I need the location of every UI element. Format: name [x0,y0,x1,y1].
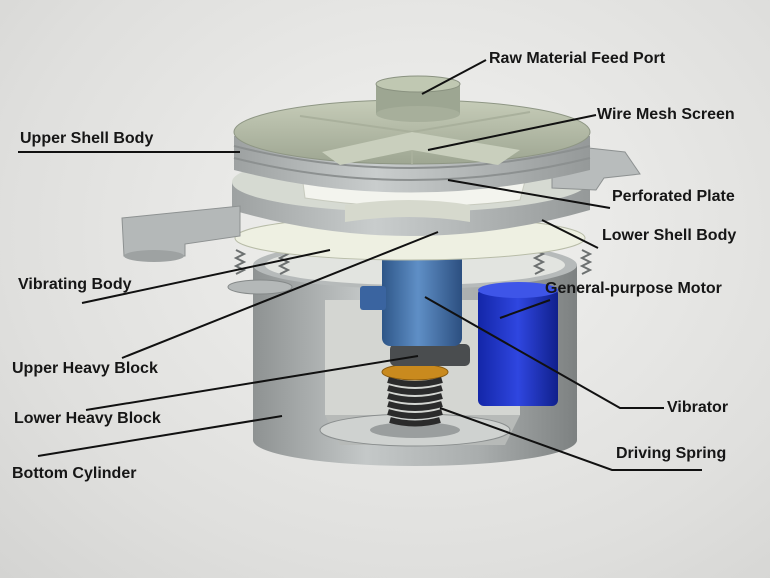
leader-perforated-plate [447,179,611,209]
leader-lower-shell-body [541,219,599,249]
label-upper-shell-body: Upper Shell Body [20,130,154,147]
label-driving-spring: Driving Spring [616,445,727,462]
leader-driving-spring [439,407,702,471]
label-wire-mesh-screen: Wire Mesh Screen [597,106,735,123]
label-lower-shell-body: Lower Shell Body [602,227,737,244]
feed-port-shape [375,75,461,122]
leader-raw-material-feed-port [421,59,487,95]
label-bottom-cylinder: Bottom Cylinder [12,465,137,482]
leader-lower-heavy-block [85,355,419,411]
lower-heavy-block-shape [390,344,470,366]
label-raw-material-feed-port: Raw Material Feed Port [489,50,666,67]
label-vibrator: Vibrator [667,399,729,416]
leader-bottom-cylinder [37,415,283,457]
label-upper-heavy-block: Upper Heavy Block [12,360,158,377]
label-perforated-plate: Perforated Plate [612,188,735,205]
side-motor-shape [478,282,558,406]
leader-general-purpose-motor [499,299,551,319]
leader-vibrating-body [81,249,331,304]
leader-vibrator [424,296,664,409]
leader-wire-mesh-screen [427,114,597,151]
label-general-purpose-motor: General-purpose Motor [545,280,722,297]
label-vibrating-body: Vibrating Body [18,276,132,293]
leader-upper-heavy-block [121,231,439,359]
upper-shell-body-shape [233,99,591,193]
leader-lines [18,59,702,471]
label-lower-heavy-block: Lower Heavy Block [14,410,161,427]
driving-spring-shape [381,363,449,427]
